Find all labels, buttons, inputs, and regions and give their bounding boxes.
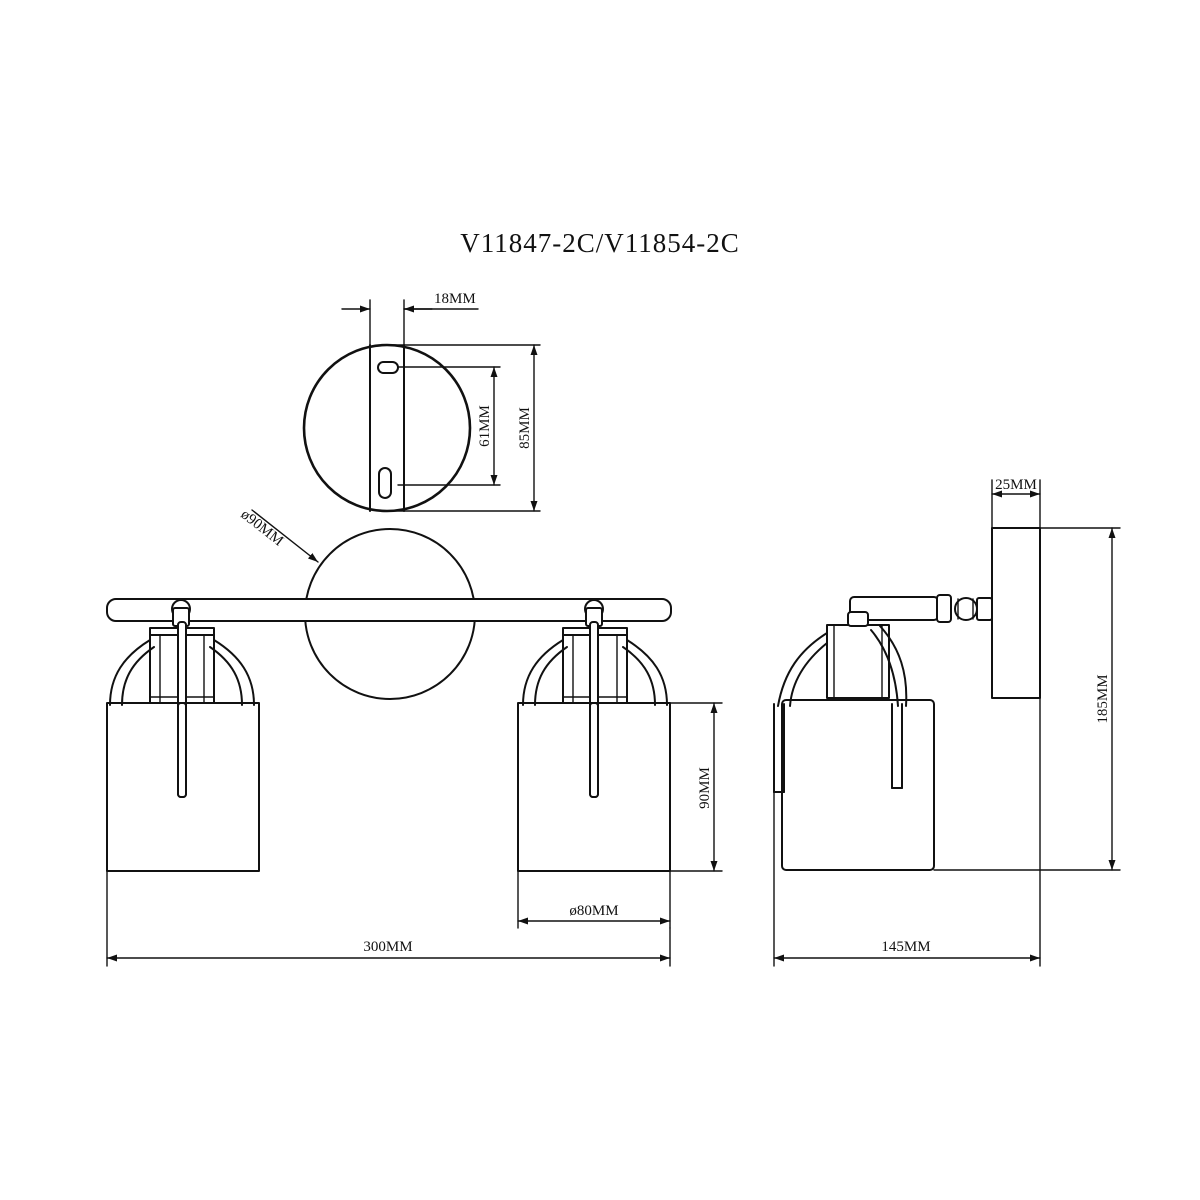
- dim-plate-height: 85MM: [517, 407, 533, 449]
- right-rod-front: [589, 702, 599, 798]
- backplate-outline: [302, 343, 472, 513]
- right-cage-wire: [522, 639, 564, 706]
- side-arm-collar: [936, 594, 952, 623]
- left-rod-front: [177, 702, 187, 798]
- dim-canopy-diameter: ø90MM: [238, 507, 287, 550]
- side-cage-wire: [777, 632, 828, 707]
- right-lamp: [517, 599, 671, 872]
- side-lamp-holder: [826, 624, 890, 699]
- dim-slot-spacing: 61MM: [477, 405, 493, 447]
- dim-overall-width: 300MM: [363, 939, 412, 955]
- side-glass-shade: [781, 699, 935, 871]
- backplate-detail-view: 18MM 61MM 85MM: [302, 291, 541, 513]
- drawing-title: V11847-2C/V11854-2C: [460, 228, 740, 258]
- dim-leader-canopy-diameter: [251, 509, 319, 563]
- dim-shade-height: 90MM: [697, 767, 713, 809]
- dim-shade-diameter: ø80MM: [569, 903, 618, 919]
- side-view: 25MM 185MM 145MM: [773, 477, 1121, 967]
- front-view: ø90MM: [106, 507, 723, 967]
- side-backplate: [991, 527, 1041, 699]
- mounting-slot-bottom: [378, 467, 392, 499]
- dim-overall-height: 185MM: [1095, 674, 1111, 723]
- left-cage-wire: [109, 639, 151, 706]
- arm-bar: [106, 598, 672, 622]
- left-lamp: [106, 599, 260, 872]
- dim-overall-projection: 145MM: [881, 939, 930, 955]
- mounting-slot-top: [377, 361, 399, 374]
- dim-canopy-depth: 25MM: [995, 477, 1037, 493]
- dim-plate-width: 18MM: [434, 291, 476, 307]
